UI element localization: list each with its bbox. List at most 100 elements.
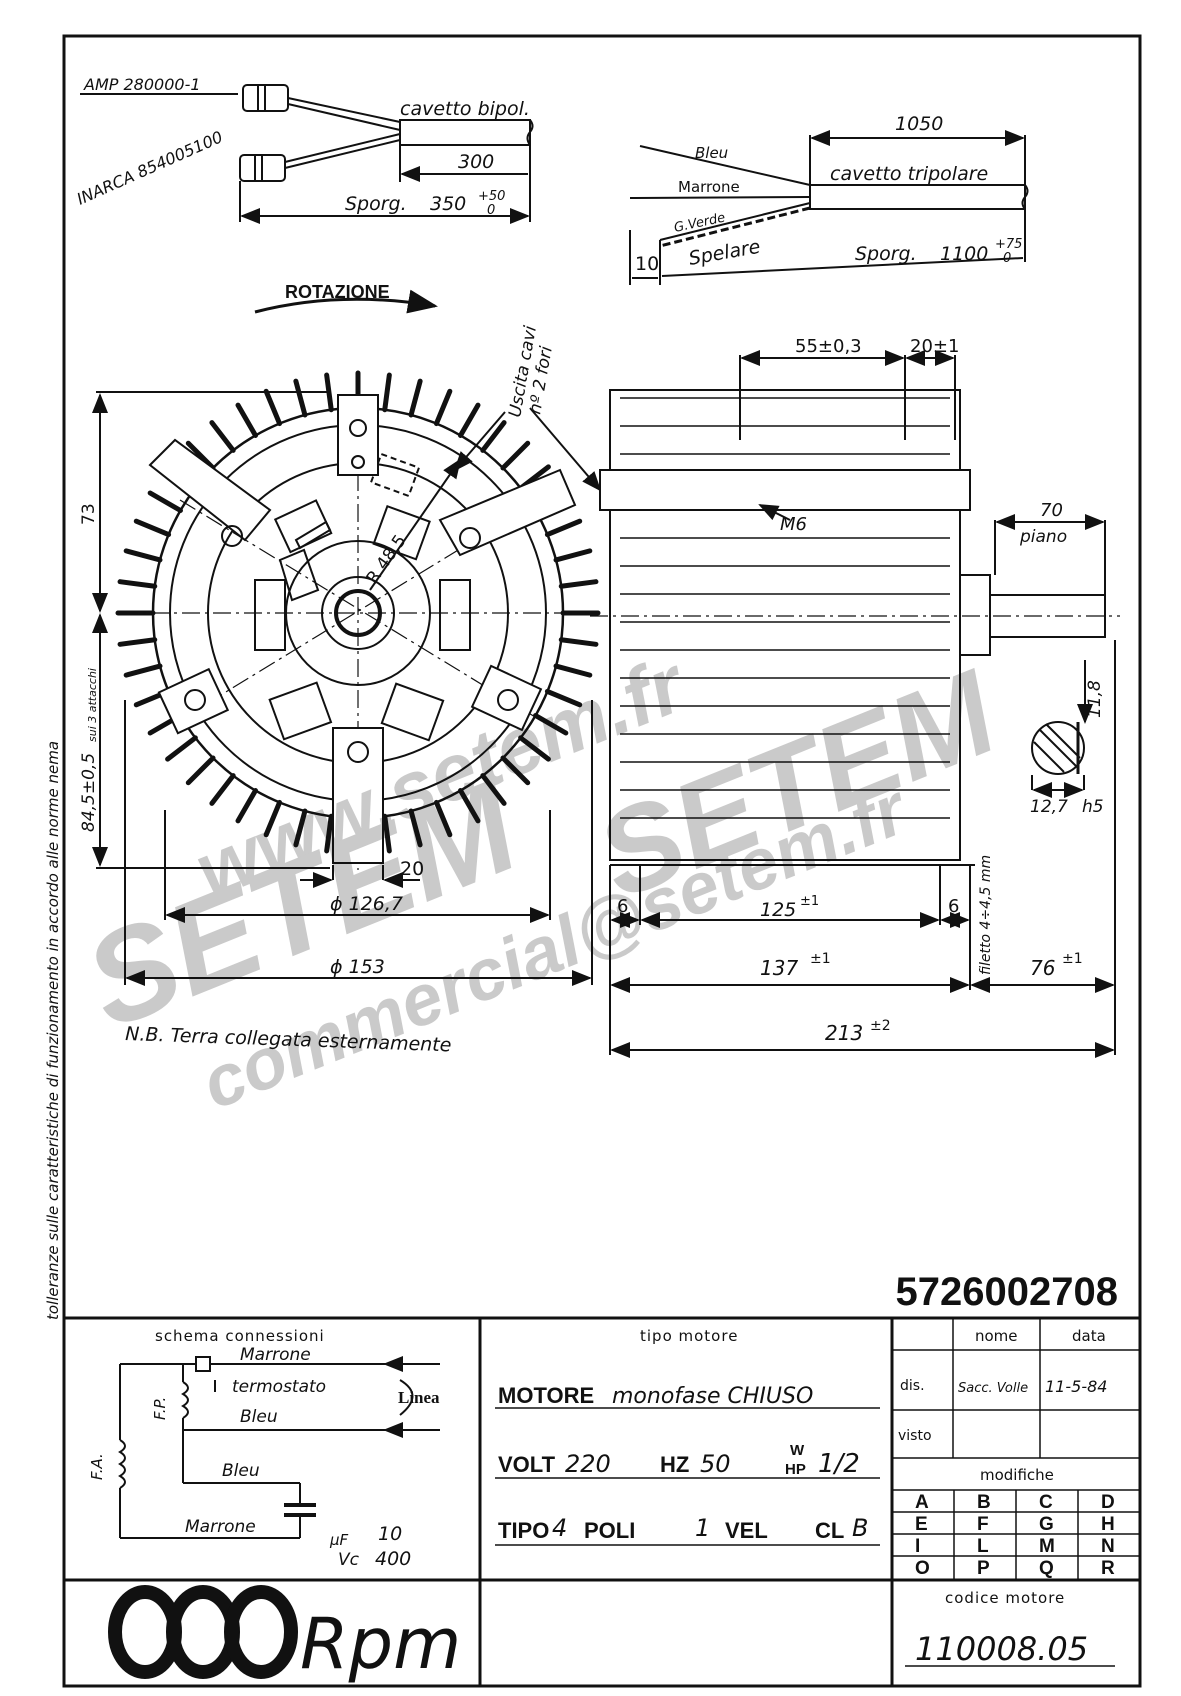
cooling-fin [117,637,158,647]
cooling-fin [117,579,158,589]
cap-vc-value: 400 [375,1548,411,1570]
dim-84-5: 84,5±0,5 [79,753,99,832]
motor-vel-value: 1 [695,1514,710,1542]
drawing-border [62,34,1142,1688]
cap-uf-unit: μF [329,1531,349,1549]
rev-row-dis: dis. [900,1378,925,1394]
motor-code-label: codice motore [945,1589,1065,1607]
logo-rpm-text: Rpm [300,1603,461,1685]
motor-hz-value: 50 [700,1450,731,1478]
dim-70: 70 [1040,500,1063,521]
motor-type-underlines [495,1407,880,1546]
cooling-fin [147,490,183,513]
revision-letter: N [1101,1536,1115,1557]
tripolar-length-1050: 1050 [895,113,943,135]
revision-letter: O [915,1558,930,1579]
motor-line1-value: monofase CHIUSO [612,1384,813,1409]
cooling-fin [433,799,453,838]
title-block-frame [64,1316,1140,1686]
motor-front-view [92,370,602,986]
motor-volt-label: VOLT [498,1452,556,1477]
bipolar-length-300: 300 [458,151,494,173]
dim-12-7: 12,7 [1030,797,1068,817]
rev-dis-nome: Sacc. Volle [958,1381,1028,1396]
connector-inarca-label: INARCA 854005100 [74,127,226,208]
dim-137: 137 [760,956,798,980]
rotation-label: ROTAZIONE [285,282,390,302]
strip-length-10: 10 [635,253,659,275]
dim-11-8: 11,8 [1085,680,1105,718]
motor-tipo-label: TIPO [498,1518,549,1543]
cooling-fin [433,388,453,427]
tripolar-sporg-tol-minus: 0 [1003,251,1011,266]
motor-line1-label: MOTORE [498,1383,594,1408]
schema-fp: F.P. [151,1397,169,1420]
cooling-fin [235,402,258,438]
motor-vel-label: VEL [725,1518,768,1543]
cooling-fin [382,813,392,854]
rpm-logo: Rpm [108,1585,461,1685]
cooling-fin [408,378,423,418]
motor-hp-value: 1/2 [818,1449,860,1479]
cap-uf-value: 10 [378,1523,402,1545]
motor-hz-label: HZ [660,1452,689,1477]
schema-title: schema connessioni [155,1327,325,1345]
cooling-fin [518,735,551,762]
cooling-fin [209,420,236,453]
revision-letter: I [915,1536,920,1557]
cooling-fin [293,808,308,848]
cooling-fin [480,773,507,806]
tripolar-sporg-tol-plus: +75 [995,237,1022,252]
bipolar-sporg-tol-minus: 0 [487,203,495,218]
cooling-fin [165,735,198,762]
motor-poli-label: POLI [584,1518,635,1543]
strip-label: Spelare [687,236,762,270]
rev-modifiche: modifiche [980,1466,1054,1484]
cooling-fin [533,713,569,736]
schema-wire-marrone-bottom: Marrone [185,1517,256,1537]
thread-m6: M6 [780,514,807,535]
revision-letter: H [1101,1514,1115,1535]
connector-amp-label: AMP 280000-1 [83,75,201,94]
schema-fa: F.A. [88,1453,106,1480]
cooling-fin [558,579,599,589]
revision-letter: F [977,1514,989,1535]
wiring-schematic [118,1356,440,1539]
revision-letter: C [1039,1492,1053,1513]
dia-153: ϕ 153 [330,956,385,978]
tol-h5: h5 [1082,797,1104,817]
radius-48-label: R 48,5 [363,531,411,588]
wire-marrone-label: Marrone [678,178,740,196]
filetto-label: filetto 4÷4,5 mm [978,855,994,975]
cooling-fin [458,402,481,438]
schema-wire-marrone-top: Marrone [240,1345,311,1365]
drawing-number: 5726002708 [896,1270,1118,1314]
logo-coil [224,1585,298,1679]
motor-side-view [590,350,1120,1058]
cooling-fin [408,808,423,848]
dim-125-tol: ±1 [800,894,819,909]
cooling-fin [185,755,216,786]
schema-wire-bleu-bottom: Bleu [222,1461,260,1481]
cooling-fin [209,773,236,806]
motor-hp-label: HP [785,1461,806,1478]
tolerance-side-note: tolleranze sulle caratteristiche di funz… [44,741,62,1320]
motor-volt-value: 220 [565,1450,611,1478]
motor-type-title: tipo motore [640,1327,738,1345]
wire-bleu-label: Bleu [695,144,728,162]
dim-55: 55±0,3 [795,336,862,357]
revision-letter: A [915,1492,929,1513]
dim-6-left: 6 [617,896,628,917]
dim-213: 213 [825,1021,863,1045]
revision-letter: R [1101,1558,1115,1579]
motor-code-value: 110008.05 [915,1630,1088,1668]
rotation-arrow [254,289,438,314]
cooling-fin [293,378,308,418]
tripolar-sporg-value: 1100 [940,243,988,265]
piano-label: piano [1019,527,1067,547]
cooling-fin [553,548,593,563]
cooling-fin [480,420,507,453]
dim-213-tol: ±2 [870,1018,891,1034]
